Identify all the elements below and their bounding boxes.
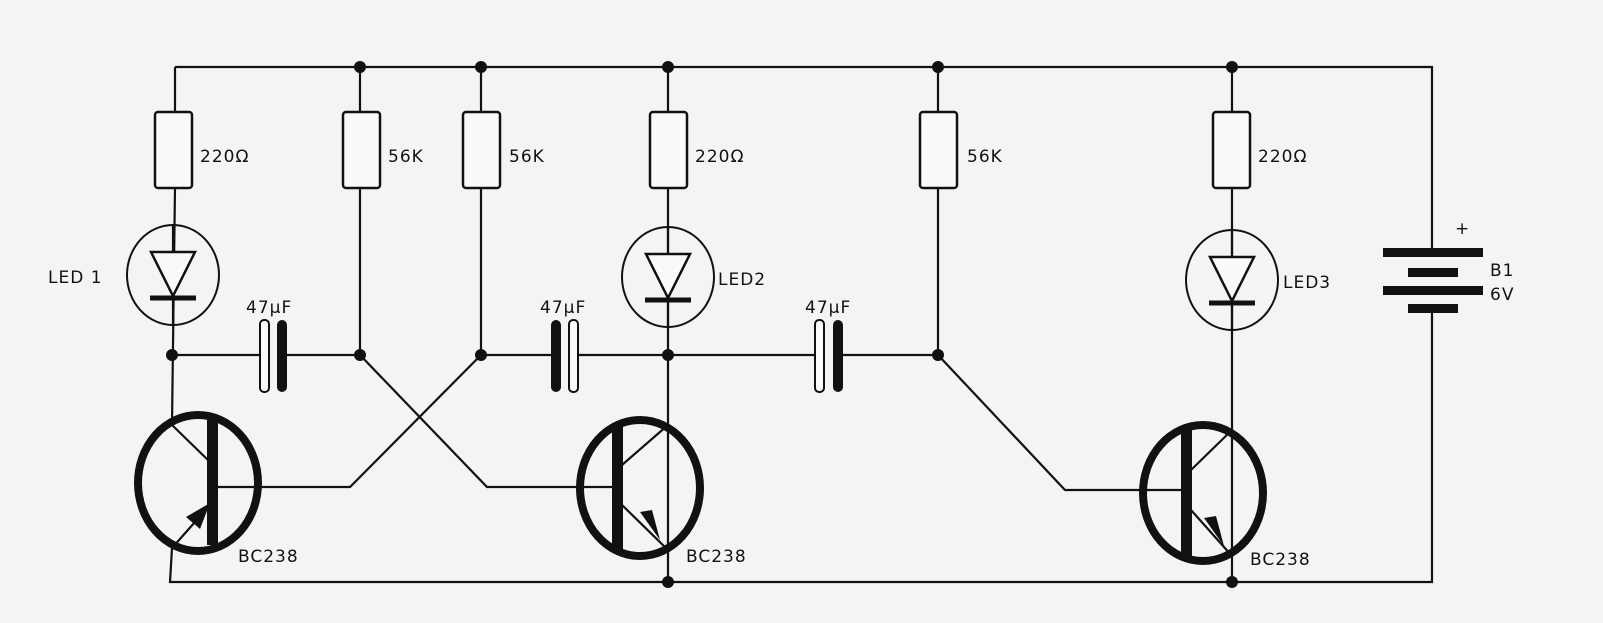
capacitor-c3-label: 47µF (805, 298, 851, 318)
led-2-label: LED2 (718, 270, 766, 290)
transistor-q2-label: BC238 (686, 547, 747, 567)
battery-name-label: B1 (1490, 261, 1514, 281)
led-3 (1185, 229, 1279, 331)
resistor-r4-label: 220Ω (695, 147, 744, 167)
capacitor-c1 (259, 319, 287, 393)
transistor-q3-label: BC238 (1250, 550, 1311, 570)
resistor-r6 (1211, 110, 1252, 190)
transistor-q2 (576, 416, 704, 560)
battery-voltage-label: 6V (1490, 285, 1514, 305)
transistor-q3 (1139, 421, 1267, 565)
positive-rail (175, 65, 1434, 252)
resistor-r3 (461, 110, 502, 190)
led-2 (621, 226, 715, 328)
capacitor-c2-label: 47µF (540, 298, 586, 318)
resistor-r3-label: 56K (509, 147, 545, 167)
resistor-r2-label: 56K (388, 147, 424, 167)
transistor-q1 (134, 411, 262, 555)
resistor-r5-label: 56K (967, 147, 1003, 167)
resistor-r6-label: 220Ω (1258, 147, 1307, 167)
capacitor-c1-label: 47µF (246, 298, 292, 318)
capacitor-c3 (814, 319, 843, 393)
battery-polarity-label: + (1455, 219, 1470, 239)
resistor-r1 (153, 110, 194, 190)
resistor-r2 (341, 110, 382, 190)
resistor-r4 (648, 110, 689, 190)
capacitor-c2 (551, 319, 579, 393)
battery-b1 (1383, 248, 1483, 313)
led-3-label: LED3 (1283, 273, 1331, 293)
resistor-r5 (918, 110, 959, 190)
led-1-label: LED 1 (48, 268, 103, 288)
led-1 (126, 224, 220, 326)
resistor-r1-label: 220Ω (200, 147, 249, 167)
junction-dots (166, 61, 1238, 588)
transistor-q1-label: BC238 (238, 547, 299, 567)
ground-rail (168, 305, 1434, 584)
